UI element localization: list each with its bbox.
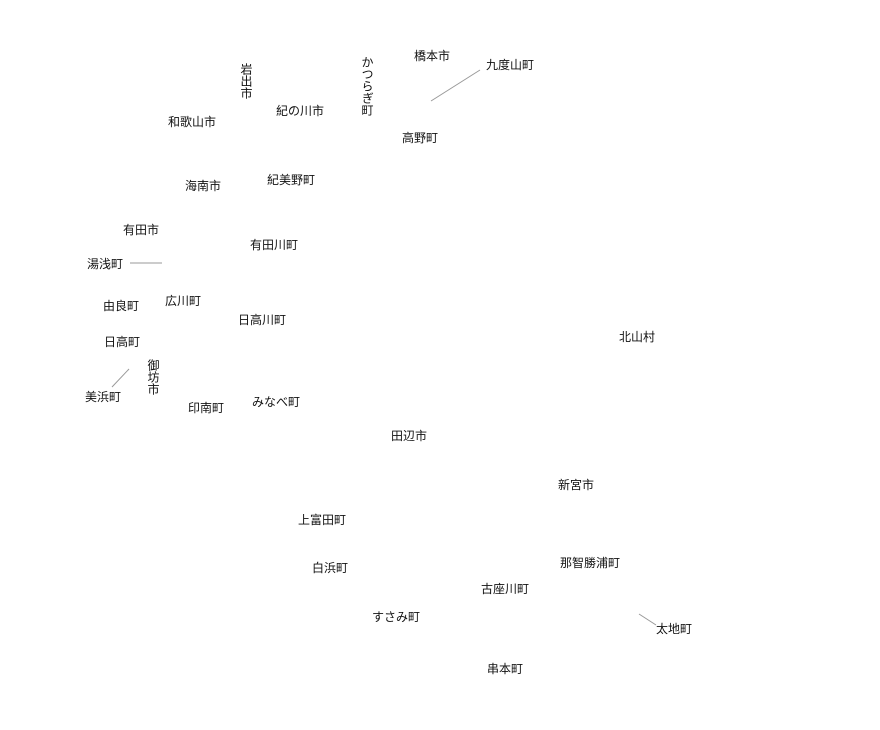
label-arida: 有田市: [123, 223, 160, 237]
label-kainan: 海南市: [185, 179, 222, 193]
label-hidaka: 日高町: [104, 335, 141, 349]
label-hirogawa: 広川町: [165, 294, 202, 308]
label-kozagawa: 古座川町: [481, 582, 530, 596]
label-yura: 由良町: [103, 299, 140, 313]
label-yuasa: 湯浅町: [87, 257, 124, 271]
label-tanabe: 田辺市: [391, 429, 428, 443]
label-hashimoto: 橋本市: [414, 49, 451, 63]
label-kitayama: 北山村: [619, 330, 656, 344]
label-kimino: 紀美野町: [267, 173, 316, 187]
label-inami: 印南町: [188, 401, 225, 415]
label-gobo: 御坊市: [146, 359, 160, 395]
label-koya: 高野町: [402, 131, 439, 145]
label-iwade: 岩出市: [239, 63, 253, 99]
label-shirahama: 白浜町: [312, 561, 349, 575]
label-katsuragi: かつらぎ町: [360, 56, 374, 116]
label-taiji: 太地町: [656, 622, 693, 636]
label-aridagawa: 有田川町: [250, 238, 299, 252]
label-kinokawa: 紀の川市: [276, 104, 325, 118]
label-nachikatsuura: 那智勝浦町: [560, 556, 621, 570]
leader-line-mihama: [111, 368, 130, 388]
label-minabe: みなべ町: [252, 395, 301, 409]
label-kudoyama: 九度山町: [486, 58, 535, 72]
label-kushimoto: 串本町: [487, 662, 524, 676]
label-hidakagawa: 日高川町: [238, 313, 287, 327]
label-mihama: 美浜町: [85, 390, 122, 404]
label-shingu: 新宮市: [558, 478, 595, 492]
leader-line-taiji: [638, 613, 657, 626]
label-wakayama: 和歌山市: [168, 115, 217, 129]
leader-line-kudoyama: [430, 69, 481, 102]
label-kamitonda: 上富田町: [298, 513, 347, 527]
label-susami: すさみ町: [372, 610, 421, 624]
